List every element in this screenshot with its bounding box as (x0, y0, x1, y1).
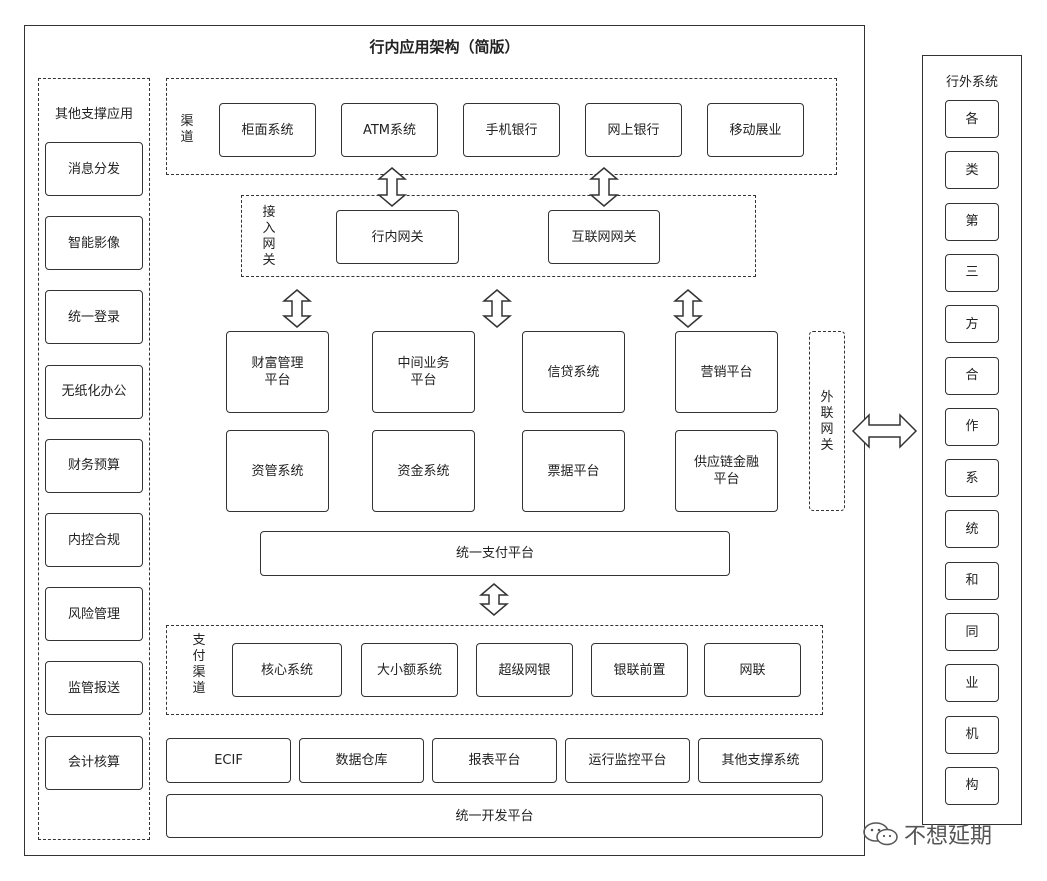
payment-channel-box: 网联 (704, 643, 801, 697)
support-system-box: 报表平台 (432, 738, 557, 783)
business-system-box: 资管系统 (226, 430, 329, 512)
business-system-box: 中间业务 平台 (372, 331, 475, 413)
support-system-box: 其他支撑系统 (698, 738, 823, 783)
channel-box: 网上银行 (585, 103, 682, 157)
channels-label: 渠 道 (180, 114, 194, 145)
channels-group (166, 78, 837, 175)
external-system-char-box: 构 (945, 766, 999, 805)
support-system-box: ECIF (166, 738, 291, 783)
wechat-icon (863, 822, 898, 846)
payment-channel-box: 核心系统 (232, 643, 342, 697)
business-system-box: 营销平台 (675, 331, 778, 413)
support-apps-title: 其他支撑应用 (54, 107, 133, 122)
external-system-char-box: 同 (945, 613, 999, 651)
access-gateway-group (241, 195, 756, 277)
channel-box: 柜面系统 (219, 103, 316, 157)
external-system-char-box: 统 (945, 510, 999, 549)
business-system-box: 供应链金融 平台 (675, 430, 778, 512)
payment-channel-box: 超级网银 (476, 643, 573, 697)
channel-box: 手机银行 (463, 103, 560, 157)
external-system-char-box: 和 (945, 561, 999, 600)
business-system-box: 财富管理 平台 (226, 331, 329, 413)
bidirectional-arrow-icon (281, 289, 313, 328)
bidirectional-arrow-icon (851, 413, 918, 449)
dev-platform-box: 统一开发平台 (166, 794, 823, 838)
support-system-box: 运行监控平台 (565, 738, 690, 783)
external-system-char-box: 业 (945, 664, 999, 703)
watermark-text: 不想延期 (904, 824, 993, 849)
external-system-char-box: 合 (945, 356, 999, 395)
support-system-box: 数据仓库 (299, 738, 424, 783)
payment-channels-group (166, 625, 823, 715)
intranet-gateway-box: 行内网关 (336, 210, 459, 264)
support-app-box: 财务预算 (45, 438, 143, 493)
external-system-char-box: 各 (945, 100, 999, 138)
payment-channel-box: 大小额系统 (361, 643, 458, 697)
watermark: 不想延期 (862, 818, 1022, 850)
support-app-box: 消息分发 (45, 142, 143, 196)
external-system-char-box: 方 (945, 305, 999, 344)
external-system-char-box: 系 (945, 459, 999, 498)
unified-payment-platform: 统一支付平台 (260, 531, 730, 576)
external-systems-title: 行外系统 (945, 75, 998, 90)
business-system-box: 信贷系统 (522, 331, 625, 413)
business-system-box: 资金系统 (372, 430, 475, 512)
external-system-char-box: 第 (945, 202, 999, 241)
support-app-box: 内控合规 (45, 513, 143, 567)
external-gateway-label: 外 联 网 关 (820, 390, 834, 453)
diagram-title: 行内应用架构（简版） (369, 38, 520, 56)
payment-channels-label: 支 付 渠 道 (192, 633, 206, 696)
support-app-box: 无纸化办公 (45, 364, 143, 419)
bidirectional-arrow-icon (376, 167, 408, 207)
support-app-box: 智能影像 (45, 216, 143, 271)
support-apps-panel (38, 78, 150, 840)
bidirectional-arrow-icon (672, 289, 704, 328)
external-system-char-box: 类 (945, 151, 999, 190)
bidirectional-arrow-icon (478, 583, 510, 616)
payment-channel-box: 银联前置 (591, 643, 688, 697)
support-app-box: 统一登录 (45, 290, 143, 345)
external-system-char-box: 三 (945, 253, 999, 292)
external-system-char-box: 作 (945, 407, 999, 446)
internet-gateway-box: 互联网网关 (548, 210, 660, 264)
access-gateway-label: 接 入 网 关 (262, 205, 276, 268)
channel-box: ATM系统 (341, 103, 438, 157)
support-app-box: 监管报送 (45, 661, 143, 716)
bidirectional-arrow-icon (588, 167, 620, 207)
business-system-box: 票据平台 (522, 430, 625, 512)
external-systems-panel (922, 55, 1022, 825)
external-gateway-group (809, 331, 845, 511)
channel-box: 移动展业 (707, 103, 804, 157)
bidirectional-arrow-icon (481, 289, 513, 328)
support-app-box: 会计核算 (45, 735, 143, 790)
external-system-char-box: 机 (945, 715, 999, 754)
support-app-box: 风险管理 (45, 587, 143, 642)
